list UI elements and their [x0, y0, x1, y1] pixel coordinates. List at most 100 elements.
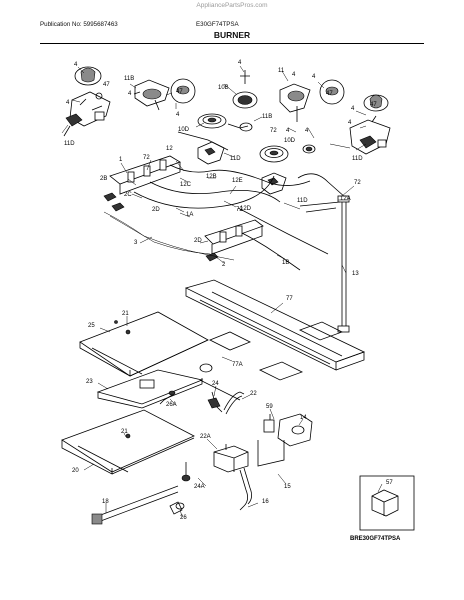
callout-59: 59 — [266, 404, 273, 410]
callout-12a: 12A — [340, 196, 351, 202]
callout-4: 4 — [176, 112, 180, 118]
callout-4: 4 — [351, 106, 355, 112]
tube-13-and-12a — [299, 195, 350, 333]
burner-frame-77 — [184, 279, 366, 381]
callout-2b: 2B — [100, 176, 107, 182]
callout-15: 15 — [284, 484, 291, 490]
reference-box — [359, 475, 415, 531]
igniter-24a — [181, 462, 191, 482]
manifold-1-upper — [103, 155, 181, 212]
inset-right-valve — [349, 94, 391, 155]
reference-code: BRE30GF74TPSA — [350, 536, 401, 542]
callout-11: 11 — [278, 68, 285, 74]
tube-18 — [91, 485, 179, 525]
callout-22: 22 — [250, 391, 257, 397]
callout-4: 4 — [348, 120, 352, 126]
callout-4: 4 — [305, 128, 309, 134]
callout-4: 4 — [312, 74, 316, 80]
callout-11d: 11D — [352, 156, 363, 162]
manifold-1-lower — [204, 219, 264, 262]
callout-47: 47 — [326, 91, 333, 97]
callout-24a: 24A — [194, 484, 205, 490]
callout-12: 12 — [166, 146, 173, 152]
callout-47: 47 — [370, 102, 377, 108]
tube-26a — [159, 390, 176, 405]
burner-cap-10d-right — [259, 144, 316, 163]
tube-24-and-22 — [199, 379, 245, 415]
header-rule — [40, 43, 424, 44]
section-title: BURNER — [213, 30, 251, 40]
callout-26a: 26A — [166, 402, 177, 408]
callout-4: 4 — [286, 128, 290, 134]
watermark: AppliancePartsPros.com — [196, 2, 268, 9]
callout-1: 1 — [119, 157, 123, 163]
callout-72: 72 — [143, 155, 150, 161]
callout-26: 26 — [180, 515, 187, 521]
callout-2c: 2C — [124, 192, 132, 198]
callout-10b: 10B — [218, 85, 229, 91]
callout-13: 13 — [352, 271, 359, 277]
model-number: E30GF74TPSA — [196, 21, 239, 28]
burner-cap-10d-left — [197, 113, 253, 132]
callout-23: 23 — [86, 379, 93, 385]
callout-14: 14 — [300, 415, 307, 421]
callout-2d: 2D — [194, 238, 202, 244]
callout-16: 16 — [262, 499, 269, 505]
callout-11d: 11D — [230, 156, 241, 162]
callout-10d: 10D — [178, 127, 190, 133]
callout-4: 4 — [66, 100, 70, 106]
callout-3: 3 — [134, 240, 138, 246]
callout-24: 24 — [212, 381, 219, 387]
callout-2d: 2D — [152, 207, 160, 213]
callout-12d: 12D — [240, 206, 252, 212]
bracket-23 — [96, 363, 213, 409]
gas-tubes — [133, 131, 347, 271]
tube-16 — [239, 467, 252, 511]
callout-72: 72 — [270, 128, 277, 134]
callout-1b: 1B — [282, 260, 289, 266]
callout-12c: 12C — [180, 182, 192, 188]
callout-21: 21 — [121, 429, 128, 435]
callout-47: 47 — [176, 89, 183, 95]
orifice-26 — [169, 501, 185, 515]
callout-12b: 12B — [206, 174, 217, 180]
valve-11d-left — [197, 141, 225, 165]
leader-lines — [61, 65, 383, 518]
callout-22a: 22A — [200, 434, 211, 440]
valve-22a — [213, 444, 249, 473]
callout-20: 20 — [72, 468, 79, 474]
callout-11b: 11B — [262, 114, 272, 120]
callout-11d: 11D — [297, 198, 308, 204]
callout-4: 4 — [238, 60, 242, 66]
heat-shield-20 — [61, 409, 195, 475]
callout-77a: 77A — [232, 362, 243, 368]
burner-ring-10b — [232, 70, 258, 109]
callout-12e: 12E — [232, 178, 243, 184]
callout-72: 72 — [236, 207, 243, 213]
callout-47: 47 — [103, 82, 110, 88]
callout-18: 18 — [102, 499, 109, 505]
regulator-14-59 — [257, 413, 313, 467]
callout-11b: 11B — [124, 76, 134, 82]
callout-77: 77 — [286, 296, 293, 302]
publication-number: Publication No: 5995687463 — [40, 21, 118, 28]
callout-labels: 4 47 11B 4 47 4 11D 4 4 10B 10D 11B 11 4… — [64, 60, 401, 542]
inset-left-valve — [63, 66, 111, 137]
callout-10d: 10D — [284, 138, 296, 144]
callout-21: 21 — [122, 311, 129, 317]
callout-25: 25 — [88, 323, 95, 329]
inset-11b-burner — [133, 78, 196, 111]
callout-57: 57 — [386, 480, 393, 486]
callout-2: 2 — [222, 262, 226, 268]
callout-11d: 11D — [64, 141, 75, 147]
callout-1a: 1A — [186, 212, 193, 218]
callout-4: 4 — [292, 72, 296, 78]
wire-harness-3 — [103, 211, 235, 261]
heat-shield-25 — [79, 311, 209, 377]
callout-4: 4 — [74, 62, 78, 68]
callout-72: 72 — [354, 180, 361, 186]
callout-4: 4 — [128, 91, 132, 97]
inset-11-valve — [279, 79, 345, 122]
